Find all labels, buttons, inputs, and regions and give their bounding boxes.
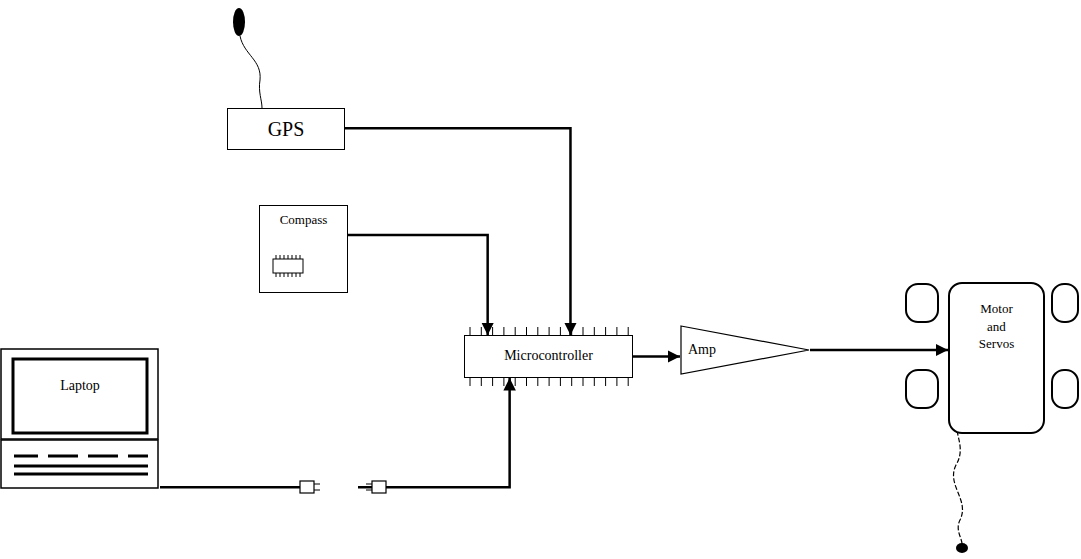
signal-connector [348,235,488,335]
microcontroller-chip: Microcontroller [464,335,633,378]
node-label: Amp [688,342,716,358]
signal-connector [345,128,570,335]
signal-connector [160,378,510,487]
signal-connector [810,349,948,352]
compass-module: Compass [259,205,348,293]
motor-servo-vehicle: Motor and Servos [948,282,1045,434]
gps-antenna [233,8,262,108]
node-label: Compass [280,213,328,228]
node-label: Microcontroller [504,348,593,364]
signal-connector [633,355,680,358]
laptop-computer: Laptop [0,348,160,490]
node-label: Laptop [13,378,147,394]
node-label: Motor and Servos [979,300,1014,353]
node-label: GPS [268,118,305,141]
compass-chip [273,255,303,277]
amplifier-triangle: Amp [680,325,810,375]
laptop-outline [0,348,160,490]
gps-module: GPS [227,108,345,150]
cable-plugs [300,480,386,494]
